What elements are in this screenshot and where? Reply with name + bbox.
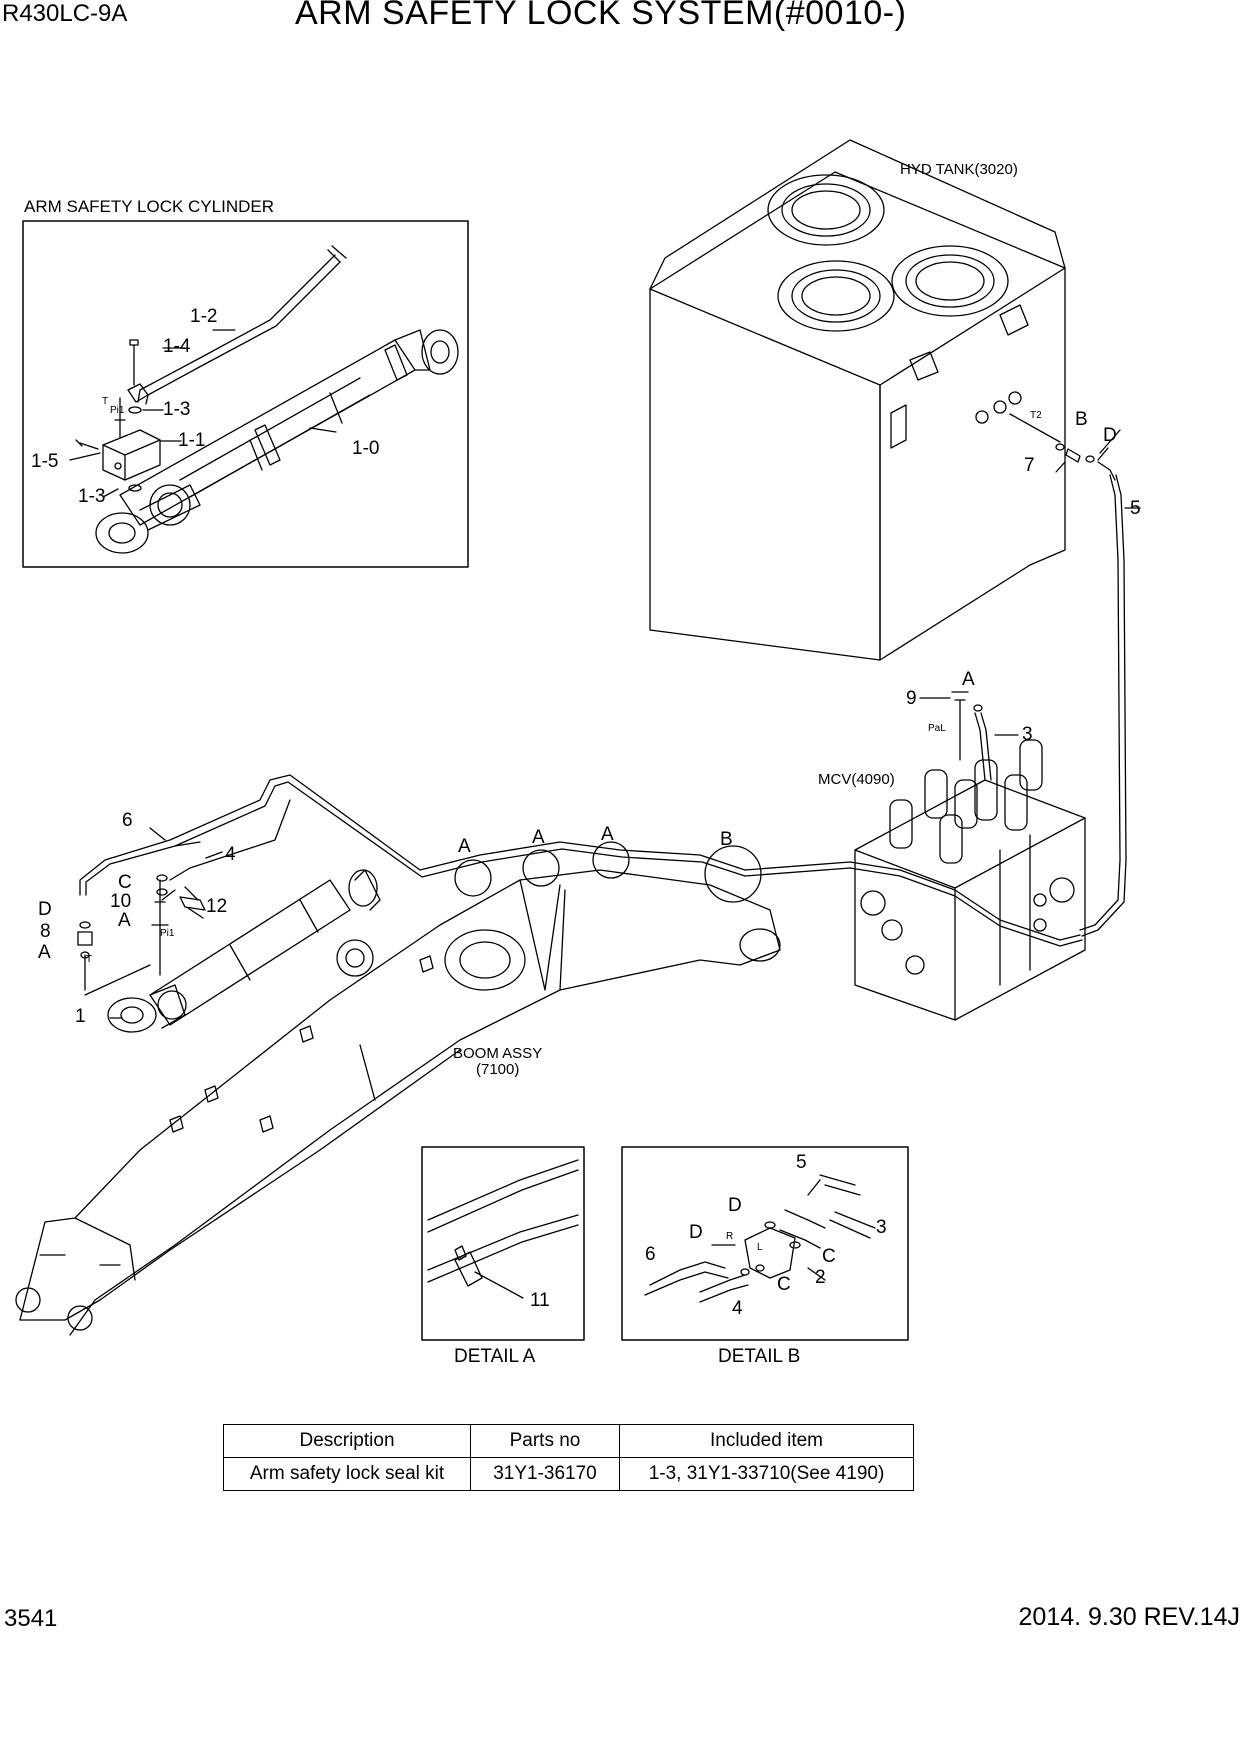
page-title: ARM SAFETY LOCK SYSTEM(#0010-)	[295, 0, 907, 32]
callout-c: C	[118, 872, 132, 893]
mcv-label: MCV(4090)	[818, 771, 895, 788]
callout-8: 8	[40, 921, 51, 942]
port-pi1-inset: Pi1	[110, 405, 125, 416]
callout-3: 3	[1022, 724, 1033, 745]
table-row: Arm safety lock seal kit 31Y1-36170 1-3,…	[223, 1457, 914, 1491]
port-pi1-arm: Pi1	[160, 928, 175, 939]
detail-a-caption: DETAIL A	[454, 1346, 536, 1367]
cell-parts-no: 31Y1-36170	[470, 1457, 620, 1491]
label-1-3-top: 1-3	[163, 399, 190, 420]
callout-a-mcv: A	[962, 669, 975, 690]
label-1-0: 1-0	[352, 438, 379, 459]
callout-a-cyl: A	[118, 910, 131, 931]
port-t-arm: T	[86, 954, 92, 965]
detail-b-label-d2: D	[689, 1222, 703, 1243]
boom-assembly	[15, 774, 781, 1336]
hydraulic-tank	[649, 139, 1141, 937]
label-1-1: 1-1	[178, 430, 205, 451]
detail-b-label-c2: C	[777, 1274, 791, 1295]
callout-12: 12	[206, 896, 227, 917]
detail-a	[421, 1146, 585, 1341]
col-description: Description	[223, 1424, 471, 1458]
detail-b-label-r: R	[726, 1231, 733, 1242]
callout-b-tank: B	[1075, 409, 1088, 430]
revision-date: 2014. 9.30 REV.14J	[1018, 1603, 1240, 1631]
cell-included-item: 1-3, 31Y1-33710(See 4190)	[619, 1457, 914, 1491]
detail-b-label-3: 3	[876, 1217, 887, 1238]
page-number: 3541	[4, 1605, 58, 1632]
detail-b-label-2: 2	[815, 1267, 826, 1288]
label-1-5: 1-5	[31, 451, 58, 472]
col-parts-no: Parts no	[470, 1424, 620, 1458]
detail-b-label-5: 5	[796, 1152, 807, 1173]
detail-b-label-c1: C	[822, 1246, 836, 1267]
detail-b-label-4: 4	[732, 1298, 743, 1319]
callout-10: 10	[110, 891, 131, 912]
callout-d-left: D	[38, 899, 52, 920]
callout-6: 6	[122, 810, 133, 831]
detail-a-label-11: 11	[530, 1290, 550, 1311]
detail-b-caption: DETAIL B	[718, 1346, 800, 1367]
callout-9: 9	[906, 688, 917, 709]
callout-d-tank: D	[1103, 425, 1117, 446]
cell-description: Arm safety lock seal kit	[223, 1457, 471, 1491]
diagram-labels: ARM SAFETY LOCK CYLINDER 1-2 1-4 1-3 1-1…	[24, 161, 1141, 1367]
cylinder-inset	[22, 220, 469, 568]
col-included-item: Included item	[619, 1424, 914, 1458]
boom-label-1: BOOM ASSY	[453, 1045, 542, 1062]
port-t-inset: T	[102, 396, 108, 407]
callout-5: 5	[1130, 498, 1141, 519]
main-control-valve	[744, 691, 1086, 1021]
label-1-4: 1-4	[163, 336, 191, 357]
tank-label: HYD TANK(3020)	[900, 161, 1018, 178]
detail-b	[621, 1146, 909, 1341]
callout-a-left: A	[38, 942, 51, 963]
callout-a-3: A	[601, 824, 614, 845]
detail-b-label-6: 6	[645, 1244, 656, 1265]
tank-port-t2: T2	[1030, 410, 1042, 421]
model-code: R430LC-9A	[2, 0, 128, 27]
table-header-row: Description Parts no Included item	[223, 1424, 914, 1458]
callout-b-boom: B	[720, 829, 733, 850]
callout-4: 4	[225, 844, 236, 865]
mcv-port-pal: PaL	[928, 723, 946, 734]
boom-label-2: (7100)	[476, 1061, 519, 1078]
parts-table: Description Parts no Included item Arm s…	[223, 1424, 914, 1491]
label-1-2: 1-2	[190, 306, 217, 327]
cylinder-inset-title: ARM SAFETY LOCK CYLINDER	[24, 197, 274, 216]
callout-a-2: A	[532, 827, 545, 848]
detail-b-label-l: L	[757, 1242, 763, 1253]
callout-1: 1	[75, 1006, 86, 1027]
label-1-3-bottom: 1-3	[78, 486, 105, 507]
callout-7: 7	[1024, 455, 1035, 476]
detail-b-label-d1: D	[728, 1195, 742, 1216]
callout-a-1: A	[458, 836, 471, 857]
